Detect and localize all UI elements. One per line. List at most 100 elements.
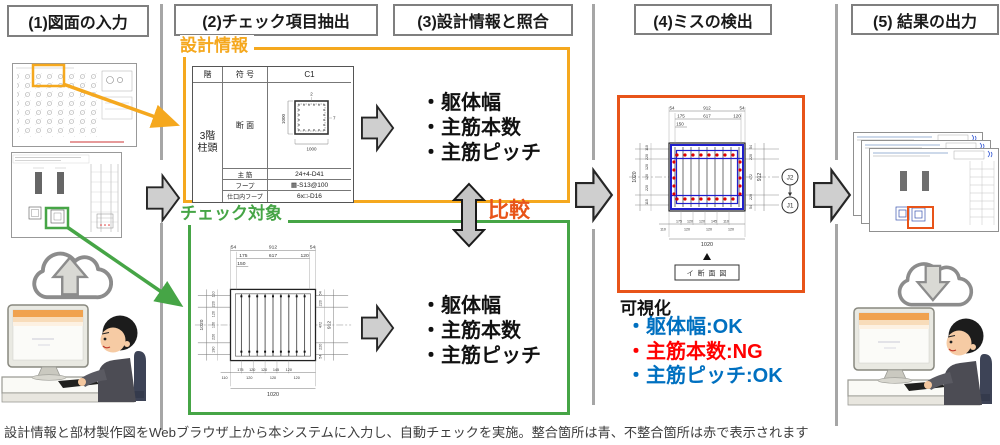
table-section-label: 断 面: [223, 83, 268, 169]
svg-text:145: 145: [273, 368, 279, 372]
dim-bottom: 1000: [306, 146, 317, 151]
svg-text:120: 120: [212, 322, 216, 328]
svg-text:110: 110: [660, 227, 666, 231]
step-1-title: (1)図面の入力: [7, 5, 149, 37]
svg-text:150: 150: [676, 121, 684, 126]
user-at-computer-left: [1, 304, 146, 403]
svg-text:1020: 1020: [267, 392, 279, 398]
dim-top: 2: [310, 91, 313, 96]
divider-1-top: [160, 4, 163, 160]
svg-text:912: 912: [703, 105, 711, 110]
svg-text:912: 912: [269, 245, 277, 251]
chair: [980, 354, 992, 404]
dim-right: 7: [333, 115, 336, 120]
section-pointer-triangle: [703, 253, 711, 260]
compare-arrow-icon: [452, 182, 486, 248]
svg-text:150: 150: [237, 261, 245, 267]
svg-text:120: 120: [645, 174, 649, 180]
svg-text:175: 175: [239, 253, 247, 259]
plan-drawing-sheet: [12, 63, 137, 147]
svg-text:617: 617: [703, 113, 711, 118]
chair: [134, 351, 146, 401]
target-check-items: ・躯体幅 ・主筋本数 ・主筋ピッチ: [421, 294, 541, 369]
floor-line1: 3階: [199, 130, 216, 142]
svg-text:145: 145: [711, 219, 717, 223]
marker-j1-label: J1: [787, 203, 794, 210]
svg-text:220: 220: [318, 344, 322, 350]
result-highlight-box: [907, 206, 934, 229]
svg-text:120: 120: [684, 227, 690, 231]
svg-text:120: 120: [699, 219, 705, 223]
arrow-extract-target: [361, 303, 395, 353]
svg-text:54: 54: [669, 105, 675, 110]
table-header-floor: 階: [193, 67, 223, 83]
upload-cloud-icon: [32, 251, 113, 300]
check-item: ・躯体幅: [421, 92, 501, 114]
svg-text:220: 220: [645, 154, 649, 160]
svg-text:110: 110: [645, 145, 649, 151]
bottom-caption: 設計情報と部材製作図をWebブラウザ上から本システムに入力し、自動チェックを実施…: [4, 425, 809, 440]
detection-drawing: 54 912 54 175 617 120 150 1020 110 220 1…: [629, 105, 799, 281]
svg-text:220: 220: [212, 301, 216, 307]
table-header-symbol: 符 号: [223, 67, 268, 83]
svg-text:120: 120: [301, 253, 309, 259]
svg-text:220: 220: [212, 334, 216, 340]
svg-text:617: 617: [269, 253, 277, 259]
divider-2-bottom: [592, 229, 595, 405]
svg-text:110: 110: [222, 376, 228, 380]
result-ok: ・主筋ピッチ:OK: [626, 365, 783, 387]
step-2-title: (2)チェック項目抽出: [174, 4, 378, 36]
svg-text:1020: 1020: [701, 242, 713, 248]
row-joint-hoop-value: 6x□-D16: [297, 193, 322, 200]
svg-text:54: 54: [739, 105, 745, 110]
svg-text:54: 54: [749, 145, 753, 149]
row-hoop-value: ▦-S13@100: [268, 180, 351, 191]
marker-j2-circle: [781, 168, 799, 186]
svg-text:912: 912: [757, 173, 763, 182]
check-target-legend: チェック対象: [180, 203, 288, 225]
detection-box: [617, 95, 805, 293]
svg-text:54: 54: [231, 245, 237, 251]
visualization-title: 可視化: [620, 299, 671, 318]
row-joint-hoop-label: 仕口内フープ: [223, 191, 268, 202]
svg-text:120: 120: [294, 376, 300, 380]
table-section-cell: 1000 1000 2 7: [268, 83, 351, 169]
svg-text:190: 190: [212, 347, 216, 353]
output-sheet-front: [869, 148, 999, 232]
row-main-bars-label: 主 筋: [223, 169, 268, 180]
check-results: ・躯体幅:OK ・主筋本数:NG ・主筋ピッチ:OK: [626, 315, 783, 389]
svg-text:110: 110: [212, 291, 216, 297]
user-at-computer-right: [847, 307, 992, 406]
svg-text:120: 120: [286, 368, 292, 372]
section-caption-box: [674, 264, 740, 281]
svg-text:220: 220: [645, 185, 649, 191]
svg-text:54: 54: [318, 291, 322, 295]
svg-text:54: 54: [749, 205, 753, 209]
table-symbol-value: C1: [268, 67, 351, 83]
check-item: ・主筋本数: [421, 320, 521, 342]
row-hoop-label: フープ: [223, 180, 268, 191]
svg-text:175: 175: [237, 368, 243, 372]
check-item: ・主筋ピッチ: [421, 345, 541, 367]
divider-3-top: [835, 4, 838, 160]
design-info-legend: 設計情報: [180, 35, 254, 57]
floor-line2: 柱頭: [197, 142, 218, 154]
table-floor-cell: 3階 柱頭: [193, 83, 223, 202]
svg-text:54: 54: [310, 245, 316, 251]
arrow-extract-design: [361, 103, 395, 153]
match-highlight-blue: [670, 144, 744, 210]
mismatch-dots-red: [672, 153, 742, 201]
svg-text:120: 120: [212, 311, 216, 317]
person-body: [944, 361, 982, 405]
svg-text:175: 175: [676, 219, 682, 223]
check-target-drawing: 54 912 54 175 617 120 150 1020 110 220 1…: [194, 245, 352, 398]
svg-text:120: 120: [728, 227, 734, 231]
divider-2-top: [592, 4, 595, 160]
check-item: ・主筋ピッチ: [421, 142, 541, 164]
svg-text:175: 175: [677, 113, 685, 118]
column-section-mini-drawing: 1000 1000 2 7: [281, 91, 336, 151]
step-5-title: (5) 結果の出力: [851, 4, 999, 35]
arrow-step3-to-4: [575, 166, 614, 224]
arrow-step4-to-5: [813, 166, 852, 224]
